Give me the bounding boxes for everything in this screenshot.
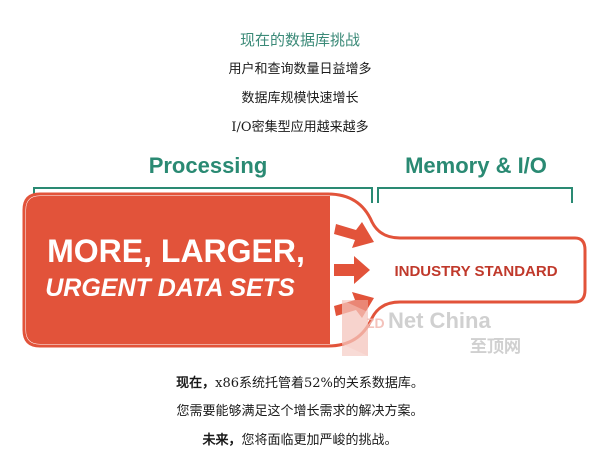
watermark-sub: 至顶网: [470, 337, 521, 357]
memory-io-label: Memory & I/O: [405, 153, 547, 178]
arrow-icon-middle: [334, 256, 370, 284]
bottle-body: [26, 196, 330, 344]
memory-bracket: [377, 187, 573, 203]
processing-label: Processing: [149, 153, 268, 178]
slide-title: 现在的数据库挑战: [239, 31, 360, 49]
arrow-icon-top: [334, 222, 374, 248]
watermark-brand: Net China: [388, 308, 491, 333]
footer-line-3-bold: 未来，: [202, 433, 242, 448]
challenge-line-3: I/O密集型应用越来越多: [231, 120, 369, 135]
footer-line-2: 您需要能够满足这个增长需求的解决方案。: [176, 404, 424, 419]
footer-line-1-bold: 现在，: [176, 376, 216, 391]
footer-line-3-rest: 您将面临更加严峻的挑战。: [241, 433, 398, 448]
challenge-line-1: 用户和查询数量日益增多: [228, 62, 372, 77]
industry-standard-label: INDUSTRY STANDARD: [394, 263, 557, 280]
big-text-line-2: URGENT DATA SETS: [45, 274, 295, 302]
footer-line-1-rest: x86系统托管着52%的关系数据库。: [215, 376, 424, 391]
challenge-line-2: 数据库规模快速增长: [241, 91, 359, 106]
footer-line-1: 现在，x86系统托管着52%的关系数据库。: [0, 372, 600, 391]
big-text-line-1: MORE, LARGER,: [47, 233, 305, 269]
footer-line-3: 未来，您将面临更加严峻的挑战。: [0, 429, 600, 448]
watermark-prefix: ZD: [366, 315, 385, 331]
watermark-logo: ZD Net China 至顶网: [342, 300, 521, 357]
